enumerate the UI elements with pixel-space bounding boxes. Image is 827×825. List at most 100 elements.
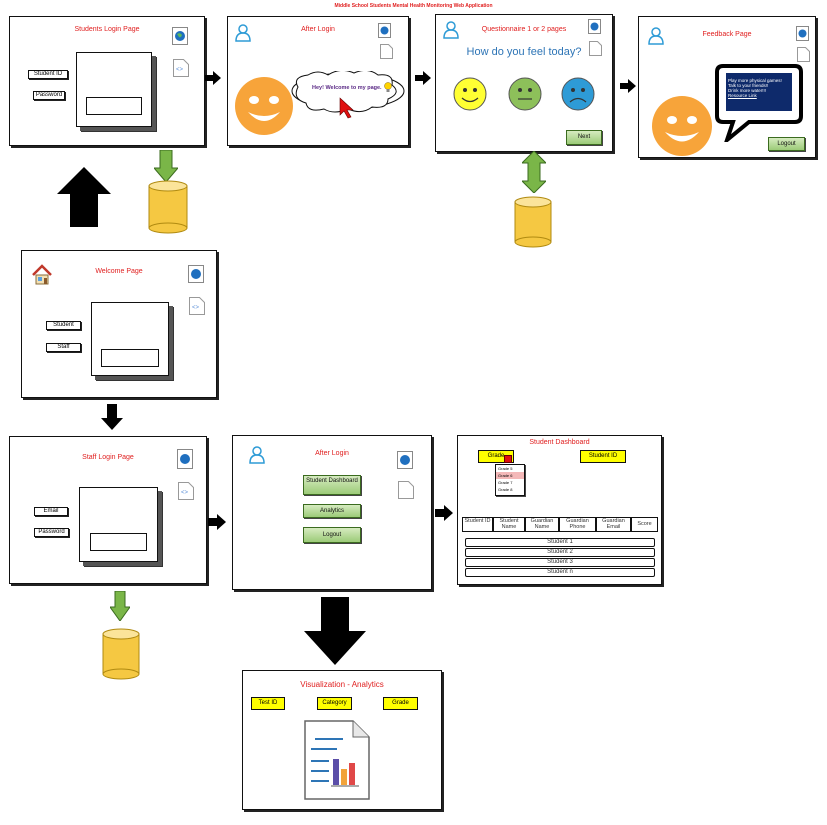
happy-face-option[interactable] <box>453 77 487 116</box>
sad-face-option[interactable] <box>561 77 595 116</box>
table-row[interactable]: Student 1 <box>465 538 655 547</box>
home-icon <box>31 264 53 291</box>
student-id-filter[interactable]: Student ID <box>580 450 626 463</box>
grade-option[interactable]: Grade 7 <box>498 480 513 485</box>
globe-icon <box>378 23 391 43</box>
code-file-icon: <> <box>173 59 189 82</box>
welcome-panel <box>91 302 169 376</box>
user-icon <box>443 21 459 44</box>
feedback-line: Talk to your friends!! <box>728 83 769 88</box>
svg-text:<>: <> <box>176 67 184 73</box>
page-title: Staff Login Page <box>82 454 134 461</box>
smiley-face-icon <box>234 76 294 141</box>
dropdown-close-icon[interactable] <box>504 455 512 463</box>
user-icon <box>249 446 265 469</box>
analytics-button[interactable]: Analytics <box>303 504 361 518</box>
code-file-icon <box>398 481 414 504</box>
grade-option[interactable]: Grade 8 <box>498 487 513 492</box>
grade-options-list: Grade 5 Grade 6 Grade 7 Grade 8 <box>495 464 525 496</box>
email-label: Email <box>34 507 68 516</box>
page-title: Feedback Page <box>702 31 752 38</box>
page-title: Welcome Page <box>95 268 143 275</box>
cursor-arrow-icon <box>339 97 355 124</box>
page-title: Student Dashboard <box>529 439 590 446</box>
svg-text:<>: <> <box>181 490 189 496</box>
table-row[interactable]: Student 3 <box>465 558 655 567</box>
database-icon <box>148 180 188 239</box>
login-input-box[interactable] <box>86 97 142 115</box>
globe-icon <box>188 265 204 288</box>
page-title: Visualization - Analytics <box>300 680 384 689</box>
app-title: Middle School Students Mental Health Mon… <box>334 3 493 9</box>
feedback-page: Feedback Page Play more physical games! … <box>638 16 816 158</box>
welcome-page: Welcome Page <> Student Staff <box>21 250 217 398</box>
table-row[interactable]: Student n <box>465 568 655 577</box>
right-arrow-icon <box>435 505 453 526</box>
student-after-login-page: After Login Hey! Welcome to my page. <box>227 16 409 146</box>
neutral-face-option[interactable] <box>508 77 542 116</box>
right-arrow-icon <box>620 79 636 98</box>
right-arrow-icon <box>415 71 431 90</box>
smiley-face-icon <box>651 95 713 162</box>
report-chart-icon <box>303 719 371 806</box>
database-icon <box>514 196 552 253</box>
globe-icon <box>177 449 193 474</box>
code-file-icon: <> <box>178 482 194 505</box>
column-header: Guardian Phone <box>559 517 596 532</box>
staff-login-panel <box>79 487 158 562</box>
student-id-label: Student ID <box>28 70 68 79</box>
column-header: Guardian Email <box>596 517 631 532</box>
lightbulb-icon <box>383 81 393 99</box>
globe-icon <box>397 451 413 474</box>
green-down-arrow-icon <box>109 590 131 626</box>
page-title: After Login <box>301 26 335 33</box>
grade-filter[interactable]: Grade <box>383 697 418 710</box>
feedback-message-box: Play more physical games! Talk to your f… <box>725 72 793 112</box>
student-option[interactable]: Student <box>46 321 81 330</box>
welcome-bubble-text: Hey! Welcome to my page. <box>312 85 382 91</box>
staff-option[interactable]: Staff <box>46 343 81 352</box>
right-arrow-icon <box>205 71 221 90</box>
feedback-line: Drink more water!!! <box>728 88 767 93</box>
category-filter[interactable]: Category <box>317 697 352 710</box>
database-icon <box>102 628 140 685</box>
table-row[interactable]: Student 2 <box>465 548 655 557</box>
globe-icon <box>172 27 188 50</box>
user-icon <box>648 27 664 50</box>
login-panel <box>76 52 152 127</box>
column-header: Student ID <box>462 517 493 532</box>
green-down-arrow-icon <box>152 149 180 187</box>
page-title: Students Login Page <box>74 26 140 33</box>
svg-text:<>: <> <box>192 305 200 311</box>
logout-button[interactable]: Logout <box>768 137 805 151</box>
up-arrow-icon <box>57 167 111 232</box>
globe-icon <box>796 26 809 46</box>
questionnaire-page: Questionnaire 1 or 2 pages How do you fe… <box>435 14 613 152</box>
code-file-icon <box>797 47 810 67</box>
staff-input-box[interactable] <box>90 533 147 551</box>
down-arrow-icon <box>101 404 123 435</box>
staff-after-login-page: After Login Student Dashboard Analytics … <box>232 435 432 590</box>
code-file-icon <box>589 41 602 61</box>
column-header: Guardian Name <box>525 517 559 532</box>
page-title: After Login <box>315 450 349 457</box>
right-arrow-icon <box>208 514 226 535</box>
column-header: Score <box>631 517 658 532</box>
resource-link[interactable]: Resource Link <box>728 93 757 98</box>
welcome-input-box[interactable] <box>101 349 159 367</box>
grade-option[interactable]: Grade 6 <box>496 472 524 479</box>
analytics-page: Visualization - Analytics Test ID Catego… <box>242 670 442 810</box>
grade-option[interactable]: Grade 5 <box>498 466 513 471</box>
student-dashboard-page: Student Dashboard Grade Grade 5 Grade 6 … <box>457 435 662 585</box>
next-button[interactable]: Next <box>566 130 602 145</box>
logout-button[interactable]: Logout <box>303 527 361 543</box>
student-login-page: Students Login Page <> Student ID Passwo… <box>9 16 205 146</box>
down-arrow-icon <box>304 597 366 670</box>
globe-icon <box>588 19 601 39</box>
staff-login-page: Staff Login Page <> Email Password <box>9 436 207 584</box>
column-header: Student Name <box>493 517 525 532</box>
page-title: Questionnaire 1 or 2 pages <box>481 26 567 33</box>
password-label: Password <box>33 91 65 100</box>
test-id-filter[interactable]: Test ID <box>251 697 285 710</box>
student-dashboard-button[interactable]: Student Dashboard <box>303 475 361 495</box>
